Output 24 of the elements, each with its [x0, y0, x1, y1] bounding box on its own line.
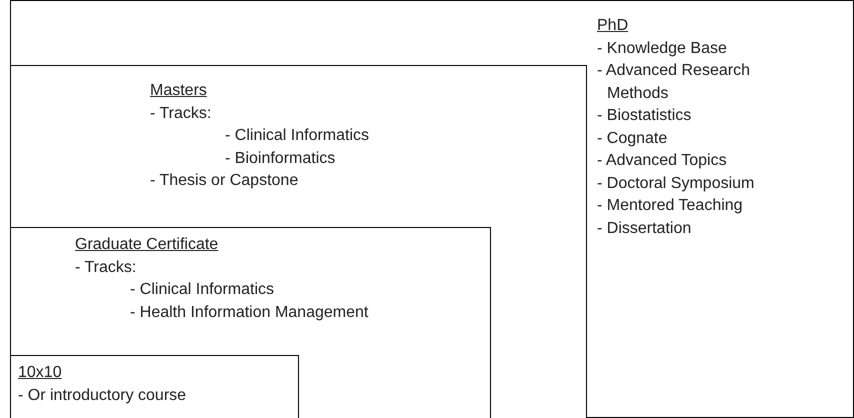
- list-item: - Thesis or Capstone: [150, 171, 300, 191]
- program-title: PhD: [597, 16, 630, 36]
- program-box: [10, 0, 854, 418]
- list-item: - Dissertation: [597, 218, 692, 238]
- list-item: - Biostatistics: [597, 106, 692, 126]
- program-box: [10, 65, 587, 418]
- list-item: - Bioinformatics: [225, 148, 336, 168]
- list-item: - Advanced Research Methods: [597, 61, 751, 104]
- list-item: - Clinical Informatics: [130, 280, 276, 300]
- list-item: - Advanced Topics: [597, 151, 728, 171]
- program-title: 10x10: [18, 363, 63, 383]
- list-item: - Clinical Informatics: [225, 126, 370, 146]
- list-item: - Health Information Management: [130, 302, 368, 322]
- list-item: - Mentored Teaching: [597, 196, 744, 216]
- list-item: - Tracks:: [150, 104, 212, 124]
- list-item: - Or introductory course: [18, 386, 186, 406]
- program-title: Graduate Certificate: [75, 235, 220, 255]
- list-item: - Cognate: [597, 128, 668, 148]
- program-title: Masters: [150, 81, 208, 101]
- list-item: - Tracks:: [75, 258, 138, 278]
- program-box: [10, 227, 491, 418]
- list-item: - Doctoral Symposium: [597, 174, 756, 194]
- list-item: - Knowledge Base: [597, 38, 728, 58]
- program-box: [10, 355, 299, 418]
